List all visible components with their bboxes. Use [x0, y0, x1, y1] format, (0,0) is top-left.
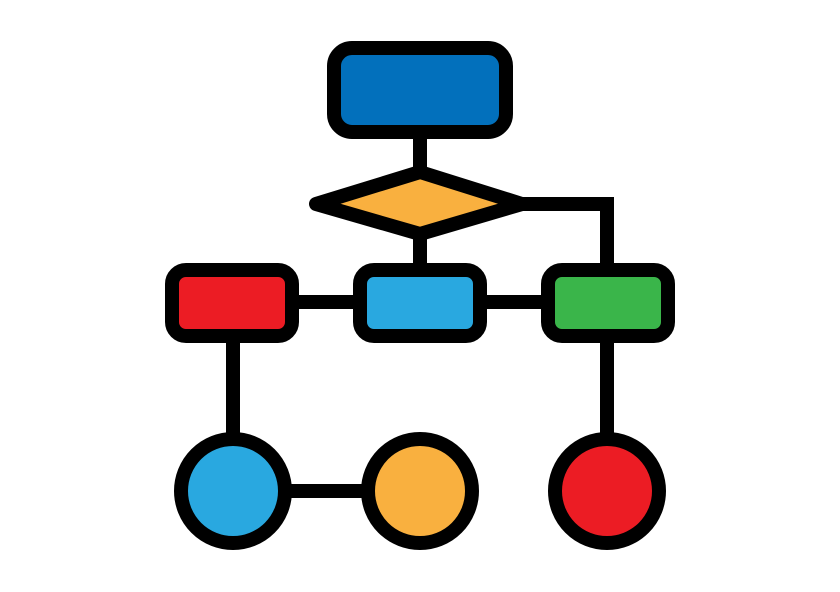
connector-lines [226, 132, 614, 498]
top-process-box [327, 41, 513, 139]
left-process-box [165, 263, 299, 343]
decision-diamond [309, 165, 529, 241]
connector-diamond-to-right [512, 197, 614, 268]
right-terminal-circle [548, 432, 666, 550]
left-terminal-circle [174, 432, 292, 550]
right-process-box [541, 263, 675, 343]
middle-terminal-circle [361, 432, 479, 550]
middle-process-box [353, 263, 487, 343]
